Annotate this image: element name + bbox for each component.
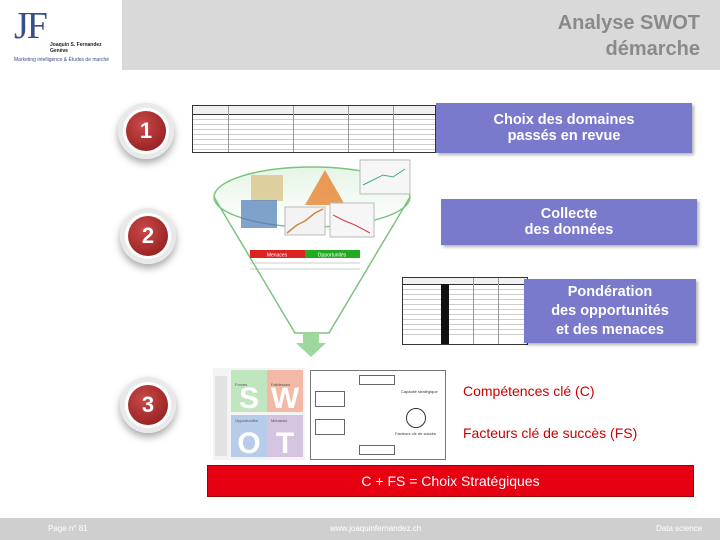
swot-weaknesses: W [267, 370, 303, 415]
page-title: Analyse SWOT [557, 12, 700, 34]
swot-strengths: S [231, 370, 267, 415]
domains-table-thumbnail [192, 105, 436, 153]
swot-forces-label: Forces [235, 382, 248, 387]
section-label: Data science [656, 524, 703, 533]
logo [0, 0, 122, 70]
weighting-table-thumbnail [402, 277, 528, 345]
footer-bar [0, 518, 720, 540]
step-2-circle: 2 [120, 208, 176, 264]
step-1-circle: 1 [118, 103, 174, 159]
result-bar: C + FS = Choix Stratégiques [207, 465, 694, 497]
logo-initials: JF [14, 5, 48, 47]
swot-opportunites-label: Opportunités [235, 418, 258, 423]
website-link[interactable]: www.joaquinfernandez.ch [330, 524, 422, 533]
swot-menaces-label: Menaces [271, 418, 288, 423]
step-2-label-box: Collecte des données [441, 199, 697, 245]
capacite-label: Capacité stratégique [401, 389, 438, 394]
swot-opportunities: O [231, 415, 267, 460]
swot-faiblesses-label: Faiblesses [271, 382, 291, 387]
step-2-number: 2 [128, 216, 168, 256]
strategy-diagram: Capacité stratégique Facteurs clé de suc… [310, 370, 446, 460]
step-1-number: 1 [126, 111, 166, 151]
facteurs-text: Facteurs clé de succès (FS) [463, 425, 638, 441]
data-funnel: Menaces Opportunités [213, 159, 411, 334]
competences-text: Compétences clé (C) [463, 383, 595, 399]
menaces-label: Menaces [267, 253, 288, 259]
swot-threats: T [267, 415, 303, 460]
logo-name: Joaquin S. Fernandez Genève [50, 42, 102, 54]
step-3-number: 3 [128, 385, 168, 425]
page-number: Page n° 81 [48, 524, 88, 533]
step-3-circle: 3 [120, 377, 176, 433]
step-3-label-box: Pondération des opportunités et des mena… [524, 279, 696, 343]
logo-tagline: Marketing intelligence & Études de march… [14, 57, 110, 63]
arrow-down-icon [296, 333, 326, 357]
page-subtitle: démarche [605, 38, 701, 60]
facteurs-label: Facteurs clé de succès [395, 431, 436, 436]
step-1-label-box: Choix des domaines passés en revue [436, 103, 692, 153]
opportunites-label: Opportunités [318, 253, 347, 259]
swot-matrix: S W O T Forces Faiblesses Opportunités M… [213, 368, 305, 460]
